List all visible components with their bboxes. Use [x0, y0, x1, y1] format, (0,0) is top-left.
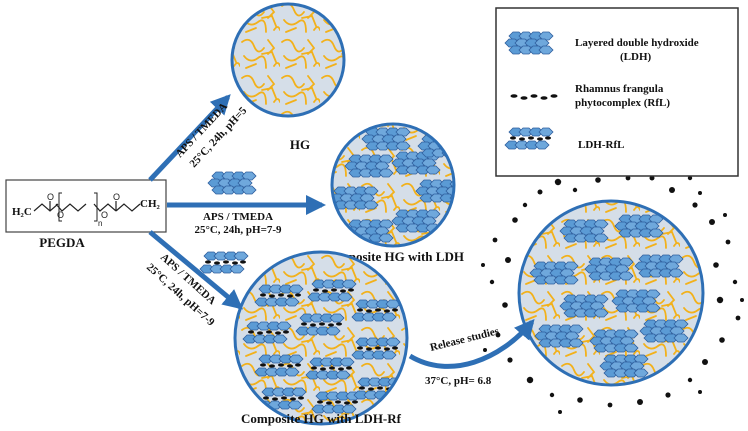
ldh-reagent-icon	[208, 172, 256, 194]
legend-rfl-icon	[510, 94, 558, 100]
legend-rfl-line1: Rhamnus frangula	[575, 83, 664, 95]
legend-ldh-rfl-label: LDH-RfL	[578, 139, 624, 151]
legend-ldh-icon	[505, 32, 553, 54]
pegda-subscript: n	[98, 219, 102, 228]
pegda-right-group: CH₂	[140, 198, 161, 210]
ldh-route-conditions: 25°C, 24h, pH=7-9	[194, 224, 282, 236]
composite-hg-ldh-rf-circle	[233, 250, 409, 426]
svg-text:O: O	[47, 192, 54, 202]
release-studies-label: Release studies	[429, 325, 501, 354]
legend-box: Layered double hydroxide (LDH) Rhamnus f…	[495, 7, 739, 177]
ldh-route-reagents: APS / TMEDA	[203, 211, 273, 223]
arrow-release	[408, 318, 535, 369]
legend-ldh-rfl-icon	[505, 128, 553, 149]
arrow-to-composite-ldh-rf	[148, 230, 244, 310]
ldh-rf-reagent-icon	[200, 252, 248, 273]
pegda-label: PEGDA	[39, 235, 85, 250]
composite-hg-ldh-circle	[330, 122, 456, 248]
legend-ldh-line1: Layered double hydroxide	[575, 37, 699, 49]
release-conditions: 37°C, pH= 6.8	[425, 375, 492, 387]
hydrogel-hg-circle	[230, 2, 346, 118]
arrow-to-hg	[148, 94, 231, 182]
caption-composite-ldh-rf: Composite HG with LDH-Rf	[241, 411, 402, 426]
svg-text:O: O	[57, 210, 64, 220]
pegda-left-group: H₂C	[12, 206, 32, 218]
legend-ldh-line2: (LDH)	[620, 51, 652, 63]
pegda-structure-box: H₂C O O O O n CH₂	[5, 179, 167, 233]
svg-text:O: O	[113, 192, 120, 202]
legend-rfl-line2: phytocomplex (RfL)	[575, 97, 670, 109]
released-phytocomplex-dots	[481, 175, 744, 414]
caption-hg: HG	[290, 137, 310, 152]
svg-text:O: O	[101, 210, 108, 220]
released-hydrogel-circle	[517, 199, 705, 387]
